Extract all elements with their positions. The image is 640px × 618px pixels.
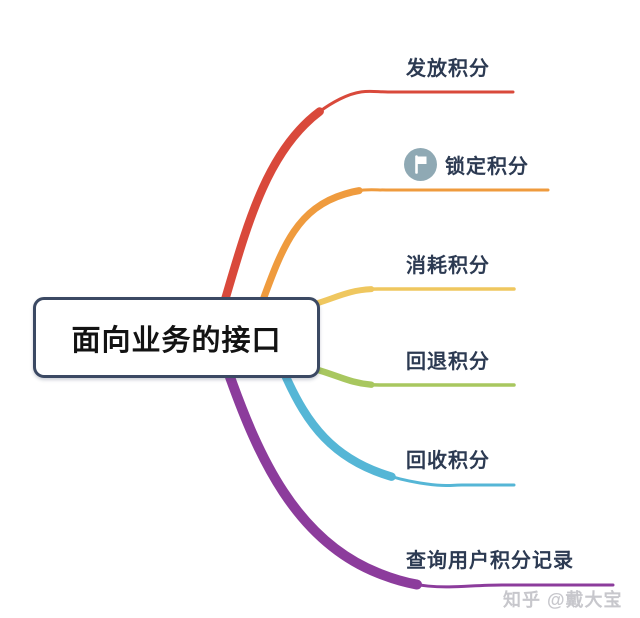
branch-curve-issue-root	[220, 87, 518, 305]
branch-node-recycle-points[interactable]: 回收积分	[406, 450, 490, 472]
flag-icon	[404, 148, 437, 181]
zhihu-watermark: 知乎 @戴大宝	[503, 590, 623, 610]
branch-node-query-user-point-records[interactable]: 查询用户积分记录	[406, 550, 574, 572]
branch-curve-consume-root	[315, 286, 517, 306]
branch-curve-recycle-root	[281, 372, 519, 490]
branch-node-issue-points[interactable]: 发放积分	[406, 58, 490, 80]
branch-curve-lock-root	[259, 186, 552, 304]
root-node-label: 面向业务的接口	[71, 324, 282, 357]
root-node[interactable]: 面向业务的接口	[33, 297, 320, 378]
branch-curve-rollback-root	[314, 366, 518, 389]
branch-curve-query-root	[225, 372, 618, 592]
branch-node-rollback-points[interactable]: 回退积分	[406, 351, 490, 373]
branch-node-lock-points[interactable]: 锁定积分	[445, 156, 529, 178]
branch-node-consume-points[interactable]: 消耗积分	[406, 255, 490, 277]
branch-curve-lock-tail	[261, 188, 550, 302]
